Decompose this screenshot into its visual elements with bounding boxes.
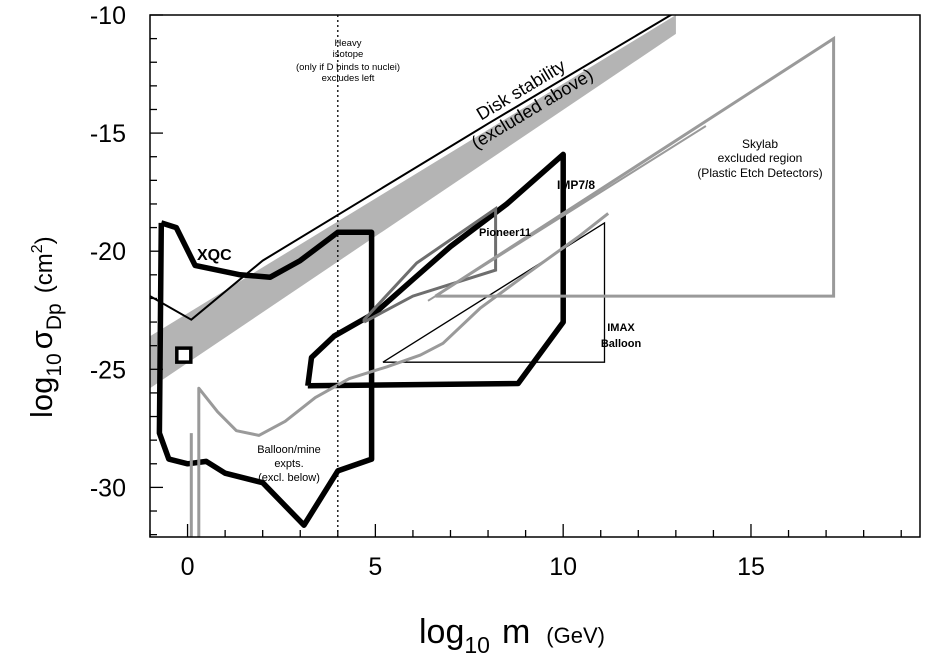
y-axis-title: log10 σDp (cm2) [24, 236, 66, 418]
heavy-isotope-annotation: Heavy isotope (only if D binds to nuclei… [296, 38, 400, 84]
balloon-mine-annotation: Balloon/mine expts. (excl. below) [257, 444, 321, 484]
skylab-line-2: excluded region [718, 151, 803, 165]
y-axis-title-log: log [24, 377, 59, 418]
skylab-line-1: Skylab [742, 137, 778, 151]
y-axis-title-unit-open: (cm [31, 253, 58, 293]
heavy-isotope-line-2: isotope [333, 49, 364, 60]
imp78-label: IMP7/8 [557, 178, 595, 192]
balloon-mine-line-3: (excl. below) [258, 472, 320, 484]
y-tick-label: -25 [90, 356, 126, 384]
imax-annotation: IMAX Balloon [601, 322, 642, 350]
y-tick-label: -10 [90, 2, 126, 30]
x-tick-label: 15 [737, 553, 765, 581]
xqc-region [156, 220, 375, 528]
pioneer11-label: Pioneer11 [479, 227, 531, 239]
y-tick-label: -20 [90, 238, 126, 266]
x-axis-title-log: log [419, 613, 464, 651]
x-tick-label: 5 [368, 553, 382, 581]
imax-line-1: IMAX [607, 322, 635, 334]
heavy-isotope-line-4: excludes left [322, 73, 375, 84]
y-tick-label: -15 [90, 120, 126, 148]
y-axis-title-sub: 10 [43, 353, 66, 376]
xqc-label: XQC [197, 247, 232, 264]
plot-area [150, 15, 836, 537]
pioneer11-region [362, 205, 498, 324]
y-axis-title-unit-close: ) [31, 236, 58, 244]
skylab-line-3: (Plastic Etch Detectors) [697, 166, 822, 180]
balloon-mine-region [197, 212, 610, 537]
x-axis-title-sub: 10 [464, 632, 490, 658]
balloon-mine-line-2: expts. [274, 458, 303, 470]
skylab-region [434, 35, 836, 298]
x-tick-label: 0 [181, 553, 195, 581]
balloon-mine-line-1: Balloon/mine [257, 444, 321, 456]
x-axis-title: log10 m (GeV) [419, 613, 605, 658]
axis-ticks: 0 5 10 15 -10 -15 -20 -25 -30 [90, 2, 921, 581]
y-axis-title-sigma-sub: Dp [43, 303, 66, 330]
imax-region [382, 221, 606, 363]
heavy-isotope-line-1: Heavy [335, 38, 362, 49]
skylab-annotation: Skylab excluded region (Plastic Etch Det… [697, 137, 822, 180]
disk-band-region [150, 15, 676, 389]
x-axis-title-unit: (GeV) [546, 623, 605, 648]
x-axis-title-var: m [502, 613, 530, 651]
disk-line-region [150, 15, 673, 321]
y-axis-title-unit-sup: 2 [29, 244, 46, 253]
plot-frame [149, 14, 921, 538]
marker-square-region [175, 346, 193, 364]
x-tick-label: 10 [549, 553, 577, 581]
y-axis-title-sigma: σ [24, 330, 59, 349]
imp78-region [305, 151, 566, 389]
y-tick-label: -30 [90, 474, 126, 502]
heavy-isotope-line-3: (only if D binds to nuclei) [296, 62, 400, 73]
skylab-inner-region [427, 125, 707, 302]
imax-line-2: Balloon [601, 338, 642, 350]
